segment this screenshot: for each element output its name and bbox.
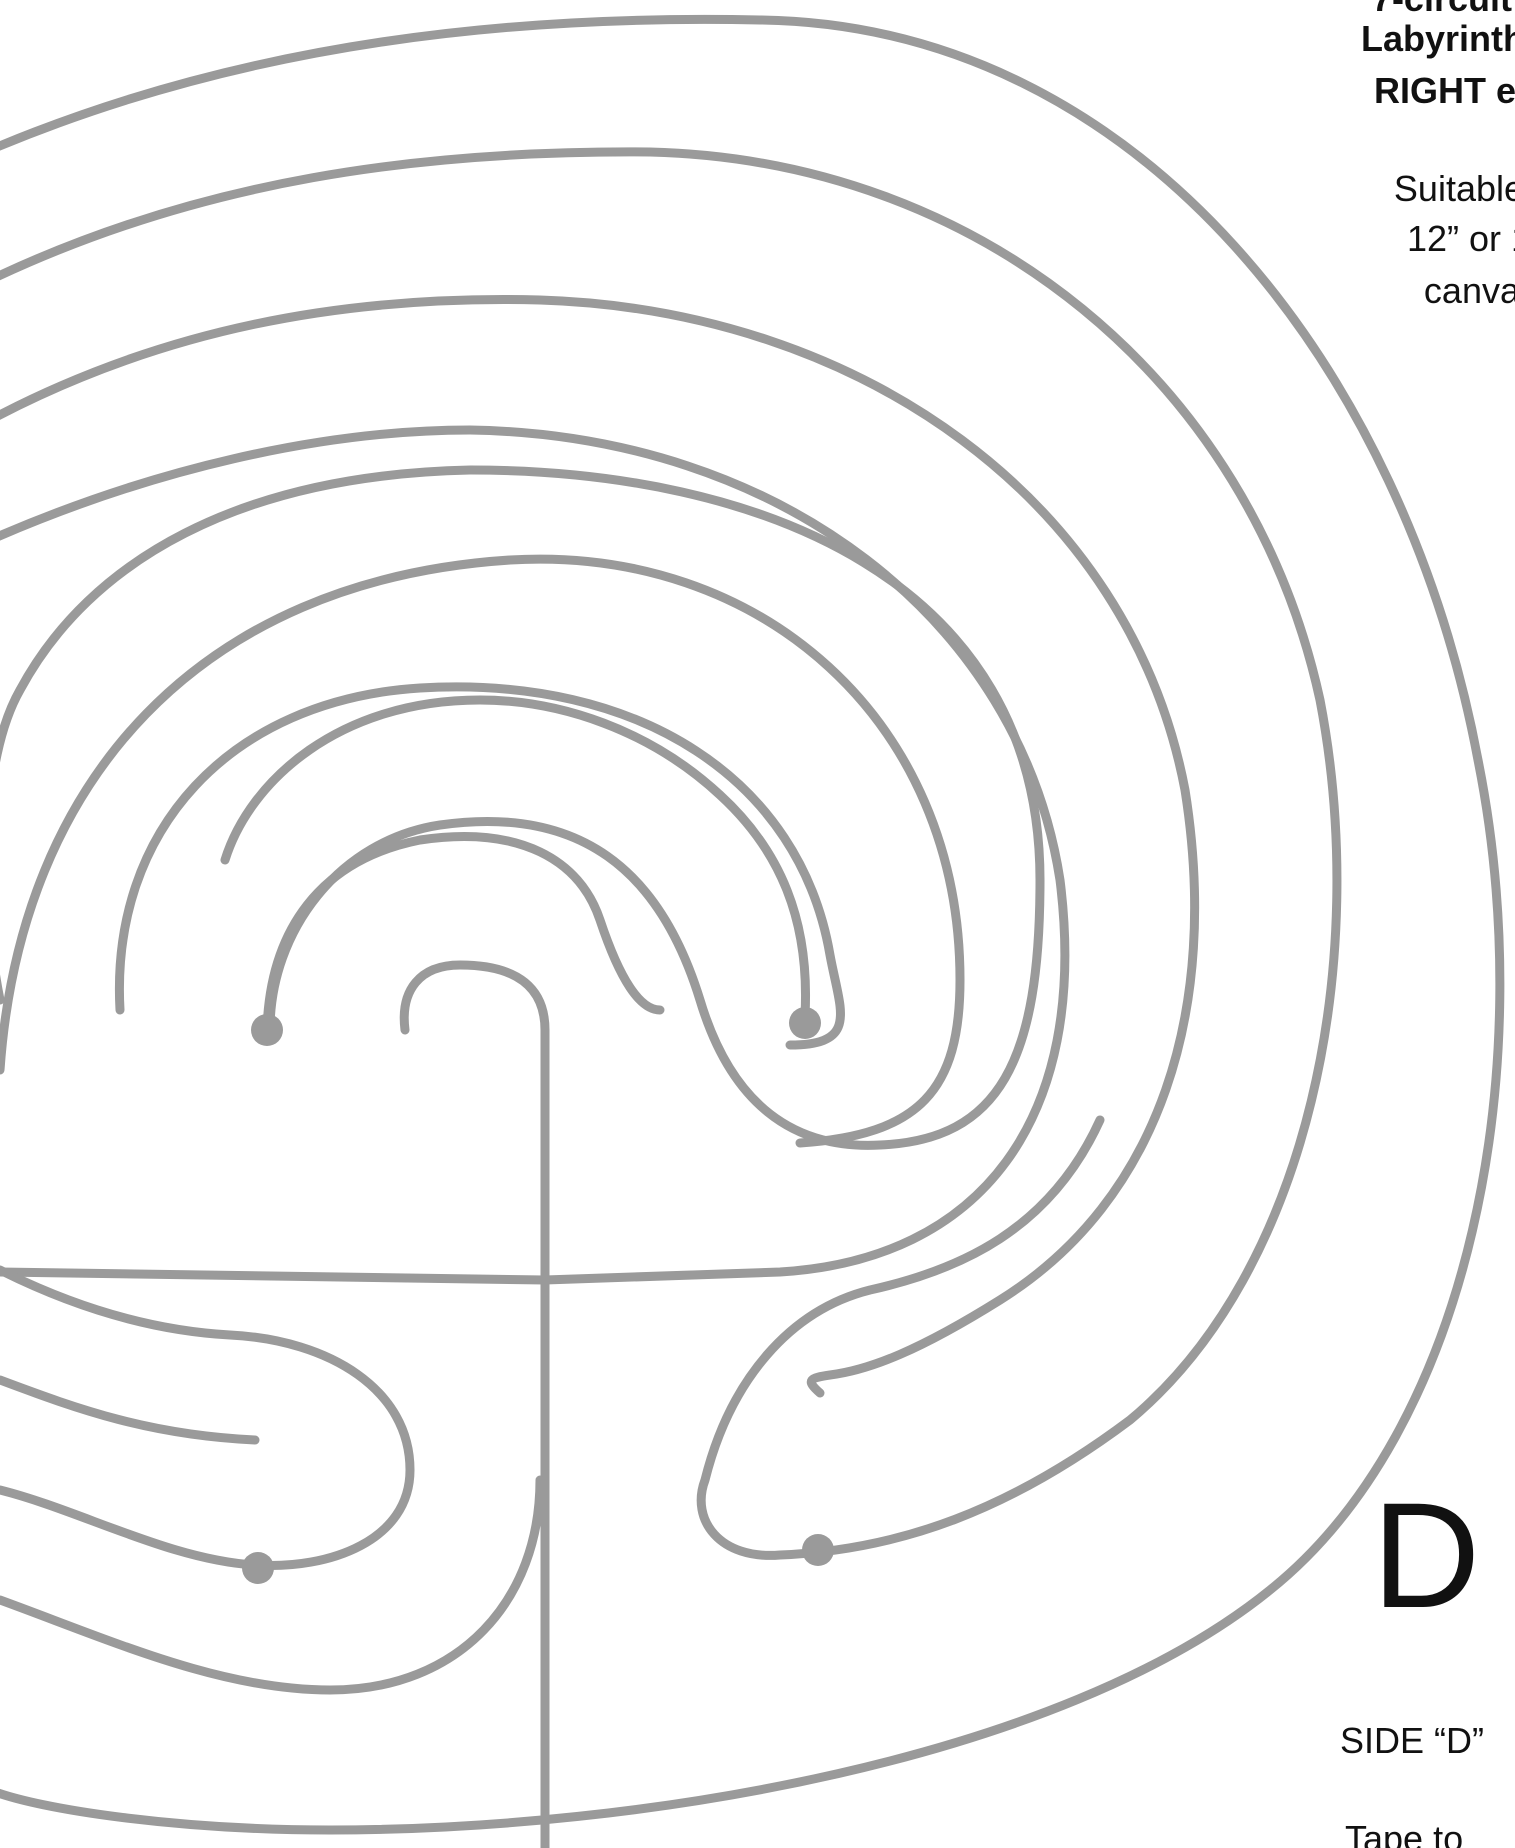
labyrinth-wall-lower-left-3 [0,1380,255,1440]
pattern-title-line-1: 7-circuit Classic [1160,0,1515,20]
side-label: SIDE “D” [1340,1720,1484,1762]
labyrinth-wall-5 [0,559,960,1143]
labyrinth-wall-inner-right [225,700,806,1015]
labyrinth-wall-inner-left [267,837,660,1030]
canvas-size-note-line-3: canvas panel [1180,270,1515,312]
labyrinth-wall-outer-2 [0,152,1337,1556]
labyrinth-wall-lower-left-1 [0,1270,410,1566]
labyrinth-spine [404,965,545,1848]
labyrinth-wall-6 [119,687,840,1045]
labyrinth-wall-7 [0,470,1040,1145]
side-letter: D [1372,1480,1480,1630]
pattern-title-line-2: Labyrinth Pattern [1160,18,1515,60]
pattern-title-line-3: RIGHT entrance [1160,70,1515,112]
labyrinth-wall-lower-left-2 [0,1480,540,1690]
canvas-size-note-line-2: 12” or 12” x 16” [1180,218,1515,260]
tape-instruction: Tape to [1345,1818,1463,1848]
canvas-size-note-line-1: Suitable for 12” x [1180,168,1515,210]
